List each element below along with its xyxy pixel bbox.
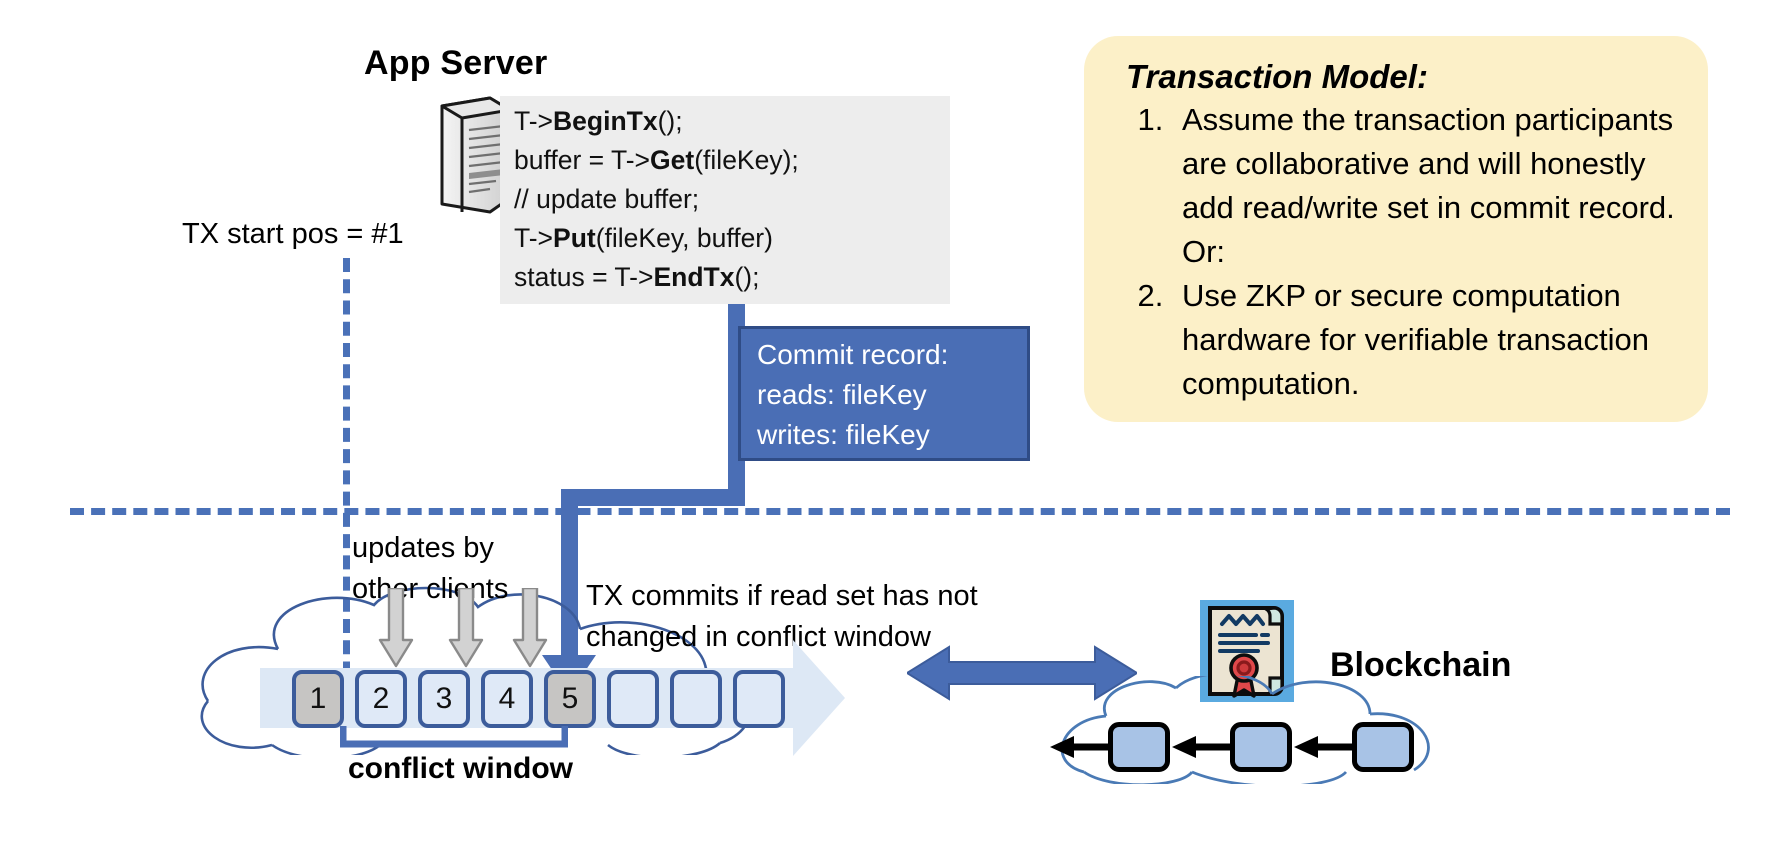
tx-start-position-label: TX start pos = #1 xyxy=(182,218,404,250)
commit-record-reads: reads: fileKey xyxy=(757,379,927,410)
chain-link-arrow-3 xyxy=(1294,736,1352,758)
ledger-box-6[interactable] xyxy=(607,670,659,728)
ledger-box-1[interactable]: 1 xyxy=(292,670,344,728)
updates-label-line2: other clients xyxy=(352,573,509,605)
client-ledger-divider xyxy=(70,508,1730,515)
tx-commit-condition-note: TX commits if read set has not changed i… xyxy=(586,576,978,658)
tx-start-dashed-line xyxy=(343,258,350,718)
app-server-title: App Server xyxy=(364,44,548,82)
commit-arrow-segment-left xyxy=(561,489,745,506)
commit-record-writes: writes: fileKey xyxy=(757,419,930,450)
blockchain-label: Blockchain xyxy=(1330,646,1512,684)
update-arrow-icon-3 xyxy=(512,586,548,670)
chain-link-arrow-1 xyxy=(1050,736,1108,758)
update-arrow-icon-1 xyxy=(378,586,414,670)
updates-by-other-clients-label: updates by other clients xyxy=(352,528,508,610)
code-line-1: T->BeginTx(); xyxy=(514,106,683,136)
code-line-2: buffer = T->Get(fileKey); xyxy=(514,145,799,175)
commit-record-title: Commit record: xyxy=(757,339,949,370)
chain-block-1[interactable] xyxy=(1108,722,1170,772)
chain-block-3[interactable] xyxy=(1352,722,1414,772)
commit-arrow-segment-down2 xyxy=(561,489,578,664)
transaction-model-title: Transaction Model: xyxy=(1126,58,1428,95)
chain-link-arrow-2 xyxy=(1172,736,1230,758)
tx-commit-note-line2: changed in conflict window xyxy=(586,621,931,653)
ledger-box-5[interactable]: 5 xyxy=(544,670,596,728)
ledger-box-2[interactable]: 2 xyxy=(355,670,407,728)
conflict-window-bracket xyxy=(339,726,569,752)
tx-commit-note-line1: TX commits if read set has not xyxy=(586,580,978,612)
code-line-3: // update buffer; xyxy=(514,184,700,214)
ledger-box-3[interactable]: 3 xyxy=(418,670,470,728)
chain-block-2[interactable] xyxy=(1230,722,1292,772)
conflict-window-label: conflict window xyxy=(348,752,573,785)
certificate-contract-icon xyxy=(1200,600,1294,702)
commit-record-box: Commit record: reads: fileKey writes: fi… xyxy=(738,326,1030,461)
updates-label-line1: updates by xyxy=(352,532,494,564)
ledger-box-4[interactable]: 4 xyxy=(481,670,533,728)
ledger-band-arrowhead-icon xyxy=(793,640,845,756)
ledger-box-7[interactable] xyxy=(670,670,722,728)
code-line-4: T->Put(fileKey, buffer) xyxy=(514,223,773,253)
update-arrow-icon-2 xyxy=(448,586,484,670)
transaction-model-callout: Transaction Model: Assume the transactio… xyxy=(1084,36,1708,422)
transaction-model-item-1: Assume the transaction participants are … xyxy=(1172,98,1684,274)
transaction-model-list: Assume the transaction participants are … xyxy=(1126,98,1684,406)
code-line-5: status = T->EndTx(); xyxy=(514,262,760,292)
transaction-model-item-2: Use ZKP or secure computation hardware f… xyxy=(1172,274,1684,406)
code-snippet-panel: T->BeginTx(); buffer = T->Get(fileKey); … xyxy=(500,96,950,304)
ledger-box-8[interactable] xyxy=(733,670,785,728)
